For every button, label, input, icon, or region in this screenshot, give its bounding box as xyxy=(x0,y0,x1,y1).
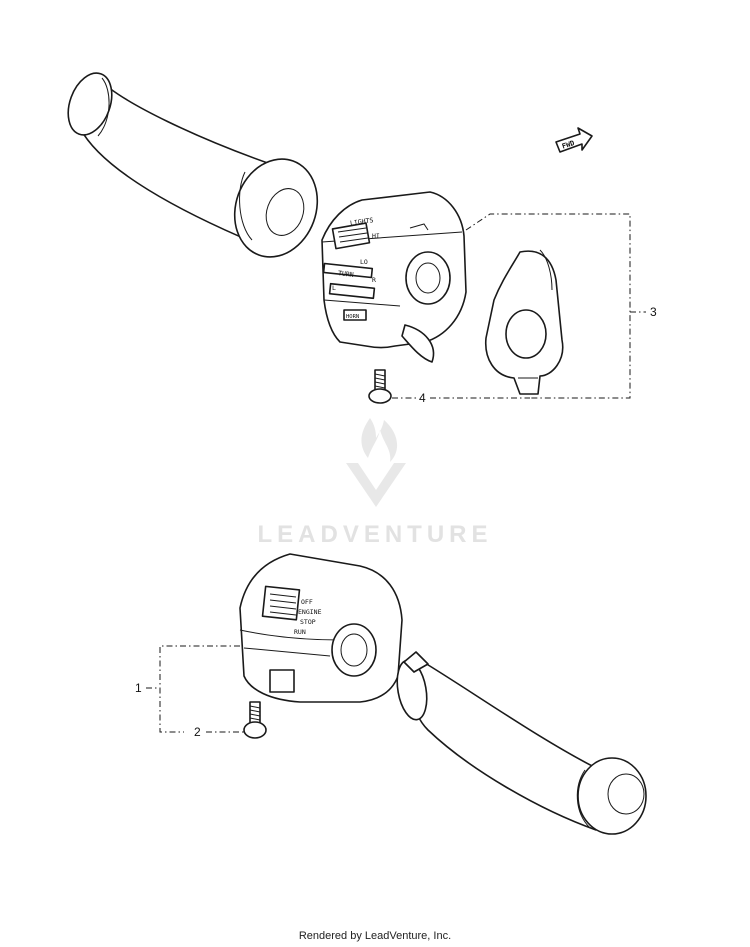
watermark-text: LEADVENTURE xyxy=(257,521,492,548)
horn-label: HORN xyxy=(346,314,359,320)
stop-label: STOP xyxy=(300,618,316,626)
screw-part-2 xyxy=(243,701,267,739)
footer-credit: Rendered by LeadVenture, Inc. xyxy=(298,930,452,942)
forward-arrow-icon: FWD xyxy=(555,127,593,153)
run-label: RUN xyxy=(294,628,306,636)
hi-label: HI xyxy=(372,232,380,240)
left-handlebar-grip xyxy=(67,72,319,258)
engine-label: ENGINE xyxy=(298,608,322,616)
switch-bracket-part-3 xyxy=(485,249,564,395)
callout-1-bracket-line xyxy=(159,645,240,733)
left-switch-housing: LIGHTS HI LO TURN R L HORN xyxy=(321,191,467,363)
throttle-grip xyxy=(396,651,647,835)
screw-part-4 xyxy=(368,369,392,404)
callout-2: 2 xyxy=(194,725,201,739)
l-label: L xyxy=(332,284,336,292)
right-switch-housing-part-1: OFF ENGINE STOP RUN xyxy=(239,553,403,703)
lo-label: LO xyxy=(360,258,368,266)
callout-3: 3 xyxy=(650,305,657,319)
callout-4: 4 xyxy=(419,391,426,405)
leadventure-logo-icon xyxy=(346,418,406,507)
fwd-label: FWD xyxy=(561,139,576,151)
callout-1: 1 xyxy=(135,681,142,695)
off-label: OFF xyxy=(301,598,313,606)
r-label: R xyxy=(372,276,376,284)
turn-label: TURN xyxy=(338,269,354,279)
callout-3-bracket-line xyxy=(465,213,631,399)
lights-label: LIGHTS xyxy=(350,216,374,227)
